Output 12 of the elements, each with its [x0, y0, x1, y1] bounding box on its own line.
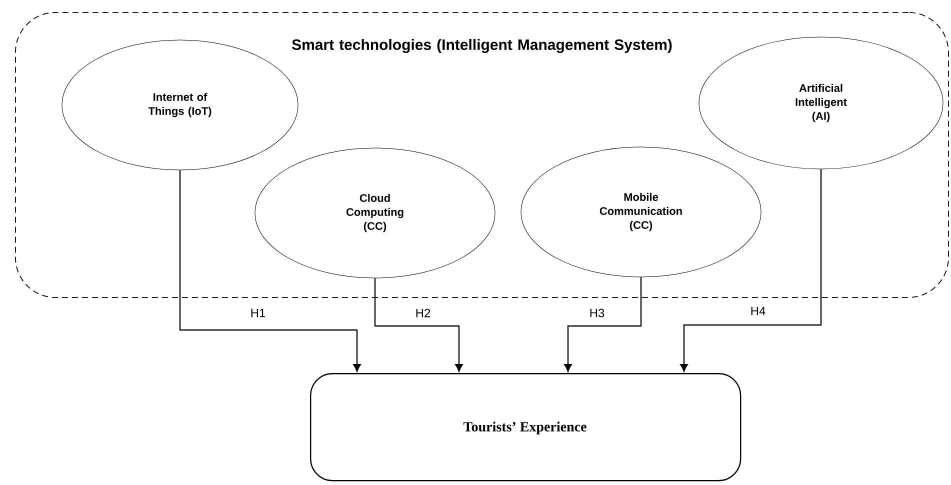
arrow	[680, 169, 822, 372]
arrow	[179, 170, 361, 372]
ellipse-node: Cloud Computing (CC)	[254, 148, 496, 278]
arrow	[564, 277, 642, 372]
outcome-box: Tourists’ Experience	[310, 373, 742, 482]
edge-label: H2	[414, 308, 432, 318]
arrow	[374, 278, 463, 372]
edge-label: H3	[588, 308, 606, 318]
ellipse-node: Artificial Intelligent (AI)	[698, 36, 944, 170]
edge-label: H4	[749, 306, 767, 316]
edge-label: H1	[249, 308, 267, 318]
ellipse-node: Mobile Communication (CC)	[520, 146, 762, 278]
